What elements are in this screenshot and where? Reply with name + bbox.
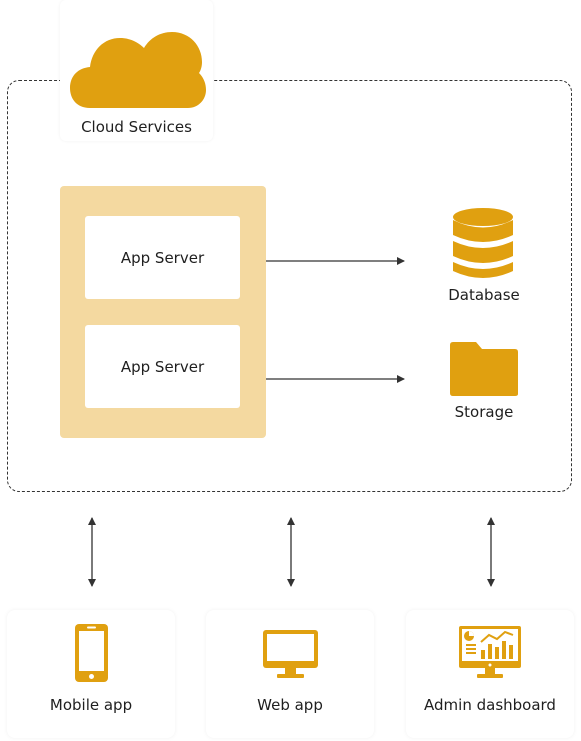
monitor-icon [263,630,318,678]
client-card-admin: Admin dashboard [406,610,574,738]
folder-icon [450,342,518,396]
app-server-1-label: App Server [120,248,205,267]
app-server-2: App Server [85,325,240,408]
storage-label: Storage [454,403,514,421]
cloud-boundary [7,80,572,492]
app-server-2-label: App Server [120,357,205,376]
client-card-mobile: Mobile app [7,610,175,738]
cloud-icon [70,32,206,108]
database-label: Database [448,286,520,304]
database-icon [453,208,513,278]
smartphone-icon [75,624,108,682]
app-server-1: App Server [85,216,240,299]
dashboard-monitor-icon [459,626,521,678]
mobile-app-label: Mobile app [49,696,133,714]
client-card-web: Web app [206,610,374,738]
admin-dashboard-label: Admin dashboard [424,696,556,714]
web-app-label: Web app [257,696,323,714]
cloud-services-label: Cloud Services [81,118,192,136]
